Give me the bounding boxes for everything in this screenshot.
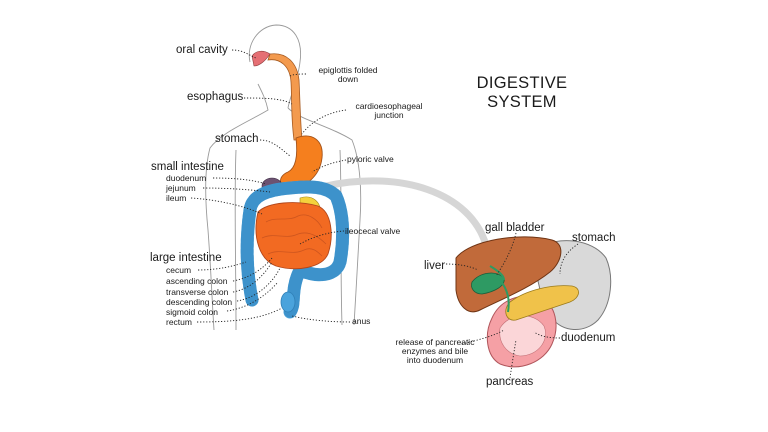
inset-label-pancreas: pancreas <box>486 376 534 388</box>
inset-release-line-3: into duodenum <box>406 354 464 365</box>
connector-band <box>322 177 490 249</box>
label-stomach: stomach <box>215 133 259 145</box>
inset-label-stomach: stomach <box>572 232 616 244</box>
label-descending-colon: descending colon <box>166 297 233 307</box>
label-anus: anus <box>352 316 371 326</box>
diagram-title: DIGESTIVE SYSTEM <box>462 74 582 112</box>
label-cardio-line-1: cardioesophageal <box>355 101 423 111</box>
label-ileocecal-valve: ileocecal valve <box>345 226 401 236</box>
label-rectum: rectum <box>166 317 192 327</box>
label-small-intestine: small intestine <box>151 161 224 173</box>
title-line-2: SYSTEM <box>487 92 557 111</box>
oral-cavity-shape <box>251 50 271 67</box>
label-jejunum: jejunum <box>166 183 196 193</box>
inset-pancreas-shape <box>505 285 579 321</box>
label-large-intestine: large intestine <box>150 252 222 264</box>
label-sigmoid-colon: sigmoid colon <box>166 307 218 317</box>
esophagus-tube <box>267 53 303 141</box>
inset-release-line-2: enzymes and bile <box>401 345 469 356</box>
label-esophagus: esophagus <box>187 91 244 103</box>
inset-label-liver: liver <box>424 260 446 272</box>
label-ascending-colon: ascending colon <box>166 276 228 286</box>
large-intestine-shape <box>240 180 350 319</box>
label-cardioesophageal-junction: cardioesophageal junction <box>346 102 432 120</box>
label-epiglottis: epiglottis folded down <box>306 66 390 84</box>
leader-lines <box>190 49 293 323</box>
label-duodenum: duodenum <box>166 173 207 183</box>
label-transverse-colon: transverse colon <box>166 287 229 297</box>
inset-label-duodenum: duodenum <box>561 332 616 344</box>
label-pyloric-valve: pyloric valve <box>347 154 394 164</box>
label-cardio-line-2: junction <box>374 109 404 120</box>
inset-label-gall-bladder: gall bladder <box>485 222 545 234</box>
label-epiglottis-line-1: epiglottis folded <box>318 65 378 75</box>
inset-label-release: release of pancreatic enzymes and bile i… <box>388 338 482 365</box>
inset-gall-bladder-shape <box>471 272 505 295</box>
title-line-1: DIGESTIVE <box>476 74 568 92</box>
label-epiglottis-line-2: down <box>337 73 359 84</box>
label-oral-cavity: oral cavity <box>176 44 228 56</box>
label-cecum: cecum <box>166 265 192 275</box>
stomach-shape <box>280 135 323 189</box>
inset-release-line-1: release of pancreatic <box>395 337 475 347</box>
label-ileum: ileum <box>166 193 187 203</box>
